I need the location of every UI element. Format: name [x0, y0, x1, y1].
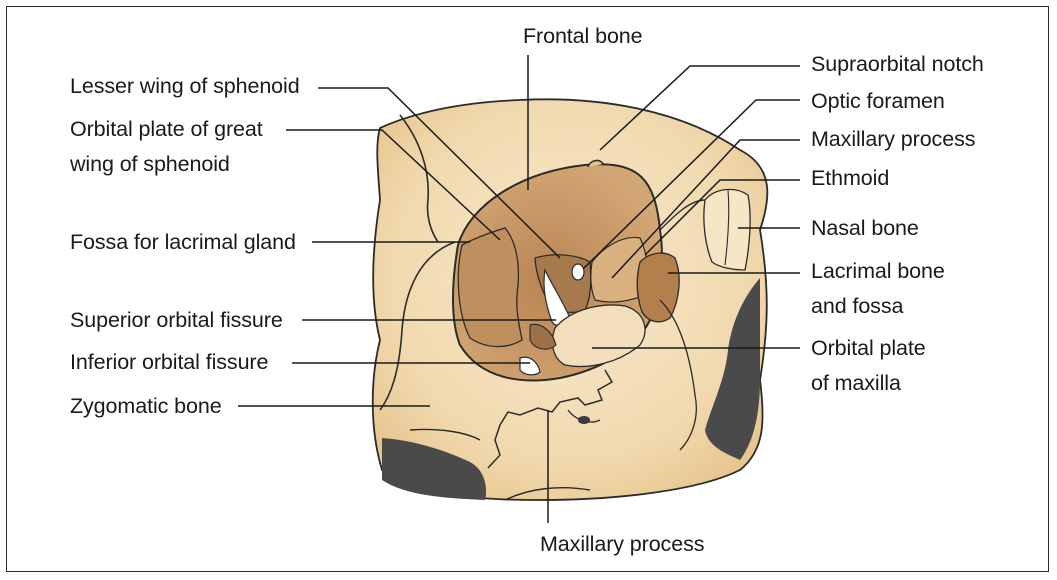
leader-supraorbital [599, 65, 800, 151]
nasal-midline [724, 189, 730, 266]
lacrimal-fossa [636, 252, 680, 323]
label-fossa-lacrimal-gland: Fossa for lacrimal gland [70, 230, 296, 254]
nose-side-line [659, 299, 697, 451]
supraorbital-notch-shape [587, 159, 604, 168]
inferior-fissure-dark [529, 323, 557, 350]
right-nasal-shadow [705, 278, 760, 460]
zygomatic-inner-line [409, 428, 481, 441]
label-nasal-bone: Nasal bone [811, 216, 919, 240]
label-maxillary-process-bottom: Maxillary process [540, 532, 705, 556]
inferior-fissure-shape [519, 356, 541, 376]
leader-lines [238, 55, 800, 523]
label-optic-foramen: Optic foramen [811, 89, 945, 113]
label-maxillary-process-right: Maxillary process [811, 127, 976, 151]
lower-jaw-curve [504, 486, 591, 501]
leader-maxillary-right [611, 139, 800, 279]
label-supraorbital-notch: Supraorbital notch [811, 52, 984, 76]
leader-lesser-wing [318, 87, 561, 259]
nasal-bones [703, 188, 751, 271]
maxilla-orbital-plate [551, 304, 646, 368]
label-superior-orbital-fissure: Superior orbital fissure [70, 308, 283, 332]
label-great-wing-plate: Orbital plate of great wing of sphenoid [70, 117, 263, 176]
leader-great-wing [286, 129, 501, 241]
zygomatic-contour [379, 241, 456, 411]
optic-foramen-shape [571, 263, 585, 281]
infraorbital-foramen [578, 416, 590, 424]
label-zygomatic-bone: Zygomatic bone [70, 394, 222, 418]
frontal-process-line [659, 199, 706, 231]
label-lesser-wing: Lesser wing of sphenoid [70, 74, 300, 98]
label-orbital-plate-maxilla: Orbital plate of maxilla [811, 336, 926, 395]
leader-optic [583, 99, 800, 269]
left-lower-shadow [382, 438, 487, 500]
label-ethmoid: Ethmoid [811, 166, 890, 190]
zygomaticomaxillary-suture [487, 369, 614, 469]
great-wing-plate [457, 227, 523, 348]
temporal-line [399, 114, 439, 243]
label-lacrimal-bone-fossa: Lacrimal bone and fossa [811, 259, 945, 318]
leader-ethmoid [644, 179, 800, 256]
label-frontal-bone: Frontal bone [523, 24, 643, 48]
label-inferior-orbital-fissure: Inferior orbital fissure [70, 350, 269, 374]
